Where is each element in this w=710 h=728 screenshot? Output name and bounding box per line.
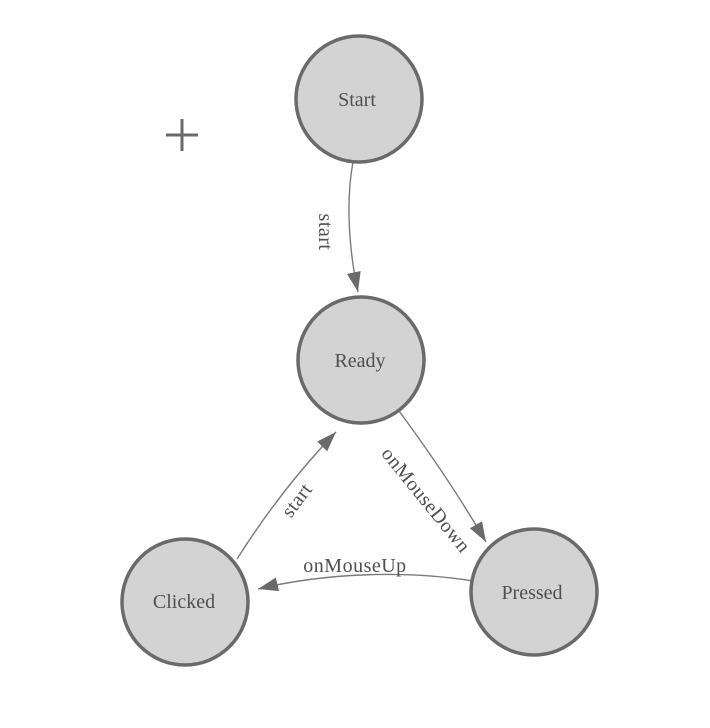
edge-label-pressed-to-clicked: onMouseUp [303, 555, 406, 577]
node-clicked-circle[interactable] [120, 537, 250, 667]
edge-line-ready-to-pressed[interactable] [398, 410, 487, 543]
edge-label-clicked-to-ready: start [277, 479, 317, 522]
node-pressed-circle[interactable] [469, 527, 599, 657]
node-start[interactable]: Start [294, 34, 424, 164]
edge-ready-to-pressed[interactable]: onMouseDown [377, 410, 487, 557]
edge-pressed-to-clicked[interactable]: onMouseUp [257, 555, 474, 592]
node-ready[interactable]: Ready [296, 295, 426, 425]
node-start-circle[interactable] [294, 34, 424, 164]
node-pressed-label: Pressed [501, 582, 562, 604]
edge-line-clicked-to-ready[interactable] [236, 431, 337, 560]
node-ready-circle[interactable] [296, 295, 426, 425]
edge-line-pressed-to-clicked[interactable] [257, 573, 474, 592]
node-start-label: Start [338, 89, 376, 111]
edge-start-to-ready[interactable]: start [314, 161, 361, 293]
node-pressed[interactable]: Pressed [469, 527, 599, 657]
edge-line-start-to-ready[interactable] [346, 161, 361, 293]
plus-crosshair-icon [166, 119, 198, 151]
node-clicked-label: Clicked [153, 591, 215, 613]
edge-label-start-to-ready: start [314, 214, 336, 251]
node-ready-label: Ready [334, 350, 385, 372]
node-clicked[interactable]: Clicked [120, 537, 250, 667]
edge-clicked-to-ready[interactable]: start [236, 431, 337, 560]
